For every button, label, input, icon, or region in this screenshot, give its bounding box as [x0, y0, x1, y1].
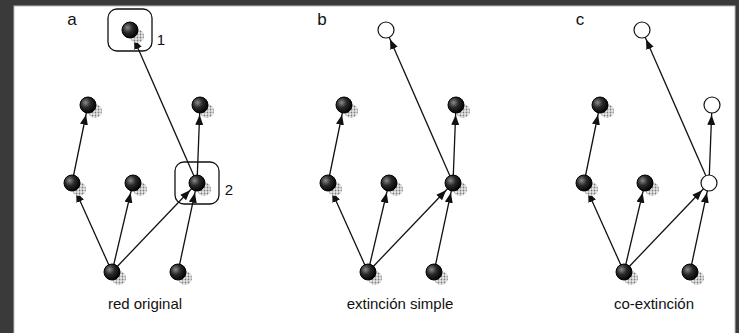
highlight-box: [108, 9, 152, 51]
panel-letter: a: [65, 11, 78, 30]
callout-number: 2: [223, 182, 235, 199]
panel-letter: c: [574, 11, 587, 30]
highlight-box: [175, 162, 219, 204]
panel-caption: co-extinción: [612, 296, 696, 313]
panel-caption: red original: [106, 296, 184, 313]
callout-number: 1: [155, 32, 167, 49]
panel-ground: [14, 6, 735, 333]
panel-letter: b: [315, 11, 328, 30]
web-simple-extinction: [320, 22, 470, 285]
panel-caption: extinción simple: [345, 296, 456, 313]
web-co-extinction: [576, 22, 720, 285]
web-original: [64, 9, 219, 285]
